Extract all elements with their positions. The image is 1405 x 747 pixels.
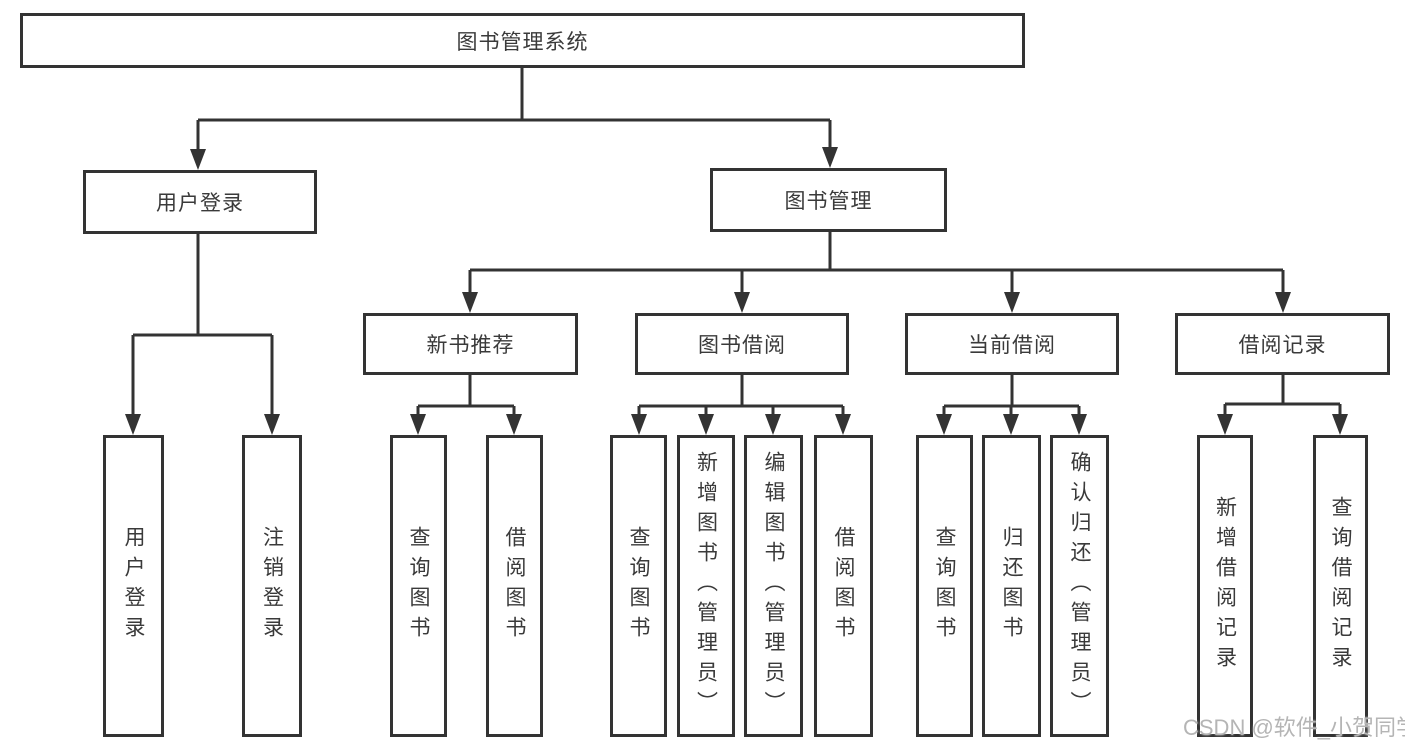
leaf-cb-return-books-label: 归还图书 — [1000, 526, 1024, 646]
watermark: CSDN @软件_小贺同学 — [1183, 715, 1405, 740]
node-new-book-recommend-label: 新书推荐 — [426, 334, 515, 357]
leaf-bb-edit-books-admin: 编辑图书（管理员） — [744, 435, 803, 737]
leaf-nbr-borrow-books-label: 借阅图书 — [503, 526, 527, 646]
leaf-br-query-record-label: 查询借阅记录 — [1329, 496, 1353, 676]
node-book-management: 图书管理 — [710, 168, 947, 232]
connector-path — [131, 68, 1342, 418]
leaf-bb-add-books-admin-label: 新增图书（管理员） — [694, 451, 718, 721]
leaf-cb-confirm-return-admin: 确认归还（管理员） — [1050, 435, 1109, 737]
node-borrowing-records-label: 借阅记录 — [1238, 334, 1327, 357]
leaf-bb-borrow-books: 借阅图书 — [814, 435, 873, 737]
leaf-br-query-record: 查询借阅记录 — [1313, 435, 1368, 737]
node-user-login-label: 用户登录 — [156, 192, 244, 215]
leaf-bb-edit-books-admin-label: 编辑图书（管理员） — [762, 451, 786, 721]
leaf-nbr-query-books: 查询图书 — [390, 435, 447, 737]
leaf-cb-return-books: 归还图书 — [982, 435, 1041, 737]
leaf-bb-add-books-admin: 新增图书（管理员） — [677, 435, 735, 737]
leaf-logout: 注销登录 — [242, 435, 302, 737]
node-borrowing-records: 借阅记录 — [1175, 313, 1390, 375]
node-book-borrowing: 图书借阅 — [635, 313, 849, 375]
leaf-cb-query-books: 查询图书 — [916, 435, 973, 737]
node-current-borrowing: 当前借阅 — [905, 313, 1119, 375]
node-user-login: 用户登录 — [83, 170, 317, 234]
leaf-user-login-label: 用户登录 — [122, 526, 146, 646]
node-book-borrowing-label: 图书借阅 — [698, 334, 786, 357]
leaf-cb-confirm-return-admin-label: 确认归还（管理员） — [1068, 451, 1092, 721]
leaf-user-login: 用户登录 — [103, 435, 164, 737]
leaf-nbr-borrow-books: 借阅图书 — [486, 435, 543, 737]
leaf-br-add-record: 新增借阅记录 — [1197, 435, 1253, 737]
node-book-management-label: 图书管理 — [784, 190, 873, 213]
node-root-label: 图书管理系统 — [456, 30, 589, 54]
leaf-bb-query-books: 查询图书 — [610, 435, 667, 737]
leaf-bb-borrow-books-label: 借阅图书 — [832, 526, 856, 646]
node-current-borrowing-label: 当前借阅 — [968, 334, 1056, 357]
leaf-nbr-query-books-label: 查询图书 — [407, 526, 431, 646]
leaf-logout-label: 注销登录 — [260, 526, 284, 646]
leaf-bb-query-books-label: 查询图书 — [627, 526, 651, 646]
node-root: 图书管理系统 — [20, 13, 1025, 68]
leaf-br-add-record-label: 新增借阅记录 — [1213, 496, 1237, 676]
node-new-book-recommend: 新书推荐 — [363, 313, 578, 375]
leaf-cb-query-books-label: 查询图书 — [933, 526, 957, 646]
